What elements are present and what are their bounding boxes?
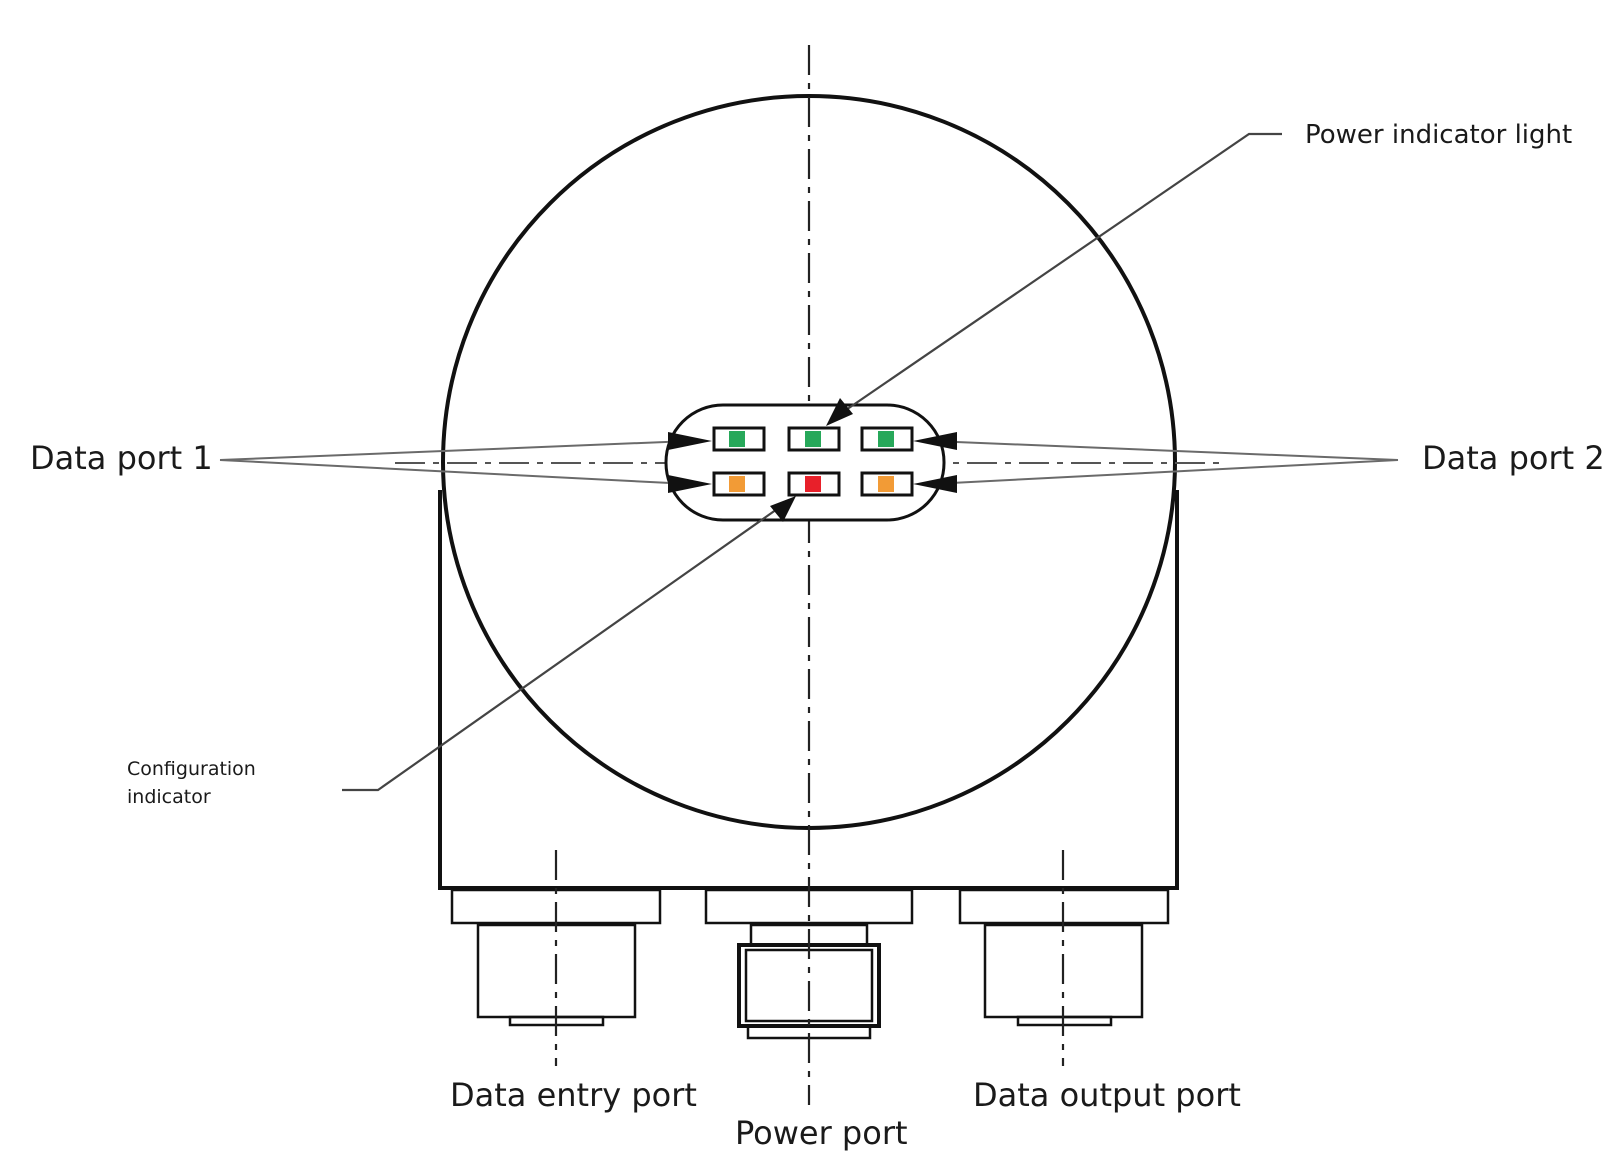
power-indicator-led-light	[805, 431, 821, 447]
led-panel	[664, 403, 946, 522]
data-port-1-leader-bottom	[219, 459, 691, 485]
power-indicator-label: Power indicator light	[1305, 120, 1572, 150]
power-indicator-leader	[842, 132, 1282, 413]
data-port-2-leader-bottom	[931, 459, 1399, 485]
data-port-2-label: Data port 2	[1422, 439, 1605, 477]
configuration-indicator-label-line1: Configuration	[127, 758, 256, 780]
connectors	[450, 888, 1170, 1040]
data-port-1-activity-led-light	[729, 476, 745, 492]
configuration-indicator-led-light	[805, 476, 821, 492]
data-port-1-arrow-top	[668, 432, 712, 450]
data-output-port-label: Data output port	[973, 1076, 1241, 1114]
power-port-connector	[704, 888, 914, 1040]
led-panel-outline	[664, 403, 946, 522]
leader-lines	[219, 132, 1399, 792]
configuration-indicator-label-line2: indicator	[127, 786, 211, 808]
power-indicator-arrow	[826, 398, 853, 426]
power-port-label: Power port	[735, 1114, 908, 1152]
configuration-indicator-arrow	[770, 496, 796, 522]
center-lines	[395, 45, 1225, 1105]
data-port-2-activity-led-light	[878, 476, 894, 492]
data-entry-port-label: Data entry port	[450, 1076, 697, 1114]
data-port-1-leader-top	[219, 440, 691, 461]
data-port-2-leader-top	[931, 440, 1399, 461]
data-port-2-arrow-bottom	[913, 475, 957, 493]
data-port-1-arrow-bottom	[668, 475, 712, 493]
data-port-1-link-led-light	[729, 431, 745, 447]
configuration-indicator-leader	[342, 506, 781, 792]
data-port-2-arrow-top	[913, 432, 957, 450]
data-port-2-link-led-light	[878, 431, 894, 447]
data-port-1-label: Data port 1	[30, 439, 213, 477]
labels: Power indicator light Data port 1 Data p…	[30, 120, 1605, 1152]
